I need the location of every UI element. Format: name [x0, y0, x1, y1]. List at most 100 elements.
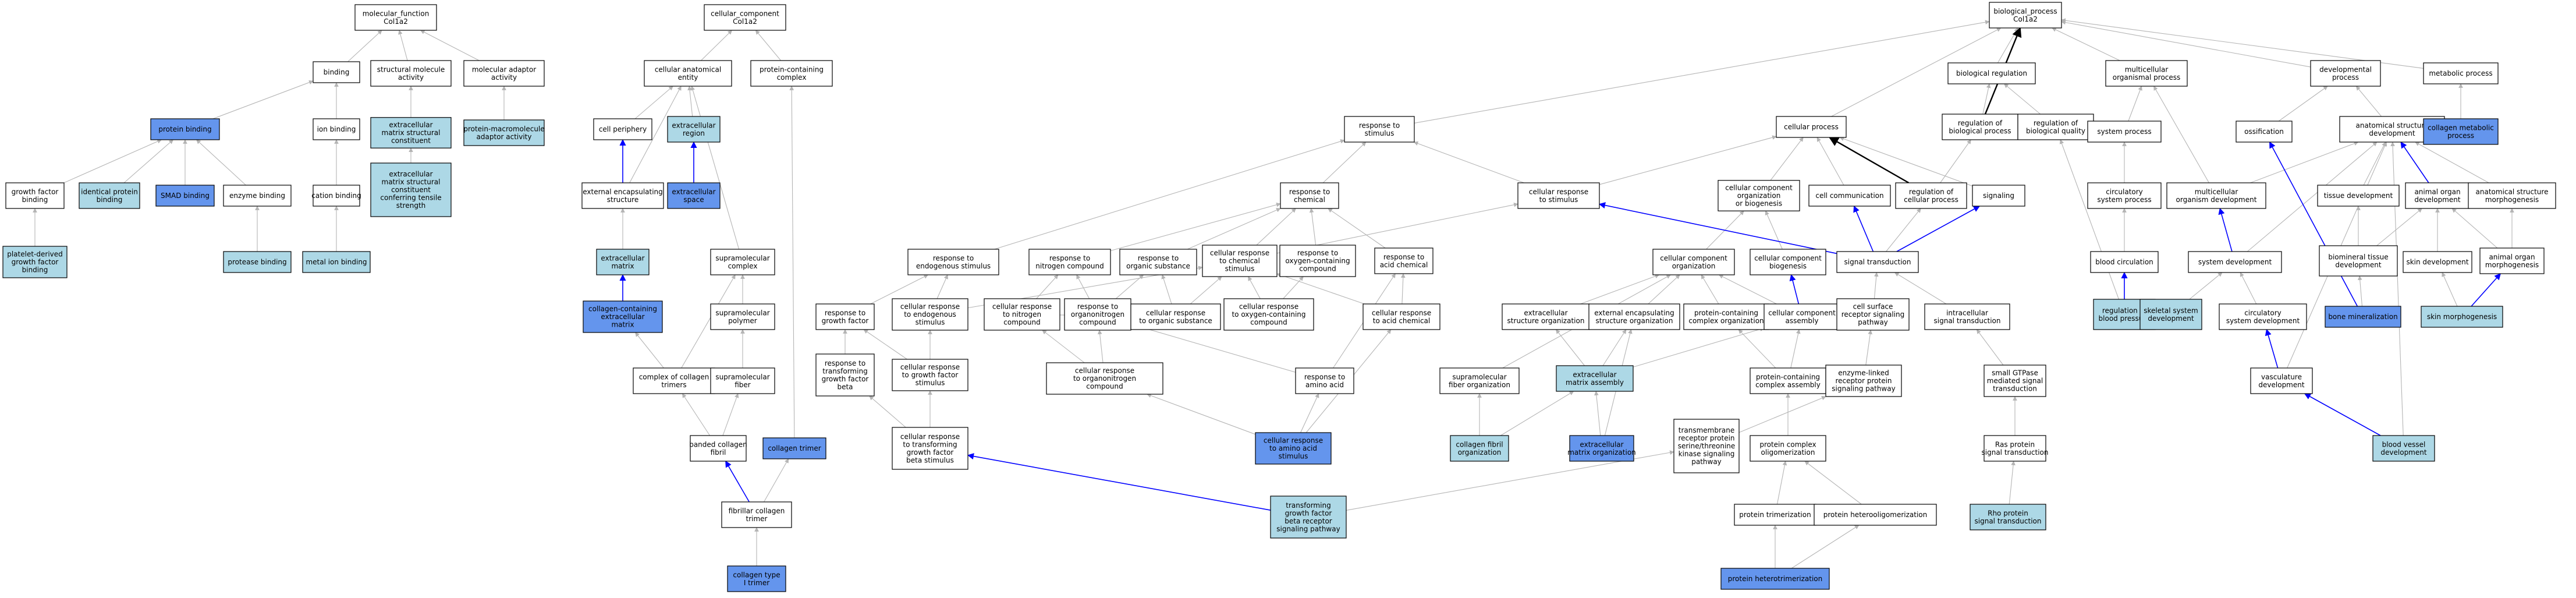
go-term-node-ptrim[interactable]: protein trimerization	[1734, 504, 1816, 526]
go-term-node-tissdev[interactable]: tissue development	[2317, 185, 2400, 207]
go-term-node-metalion[interactable]: metal ion binding	[302, 251, 371, 273]
go-term-node-sysdev[interactable]: system development	[2188, 251, 2282, 273]
go-term-node-ossif[interactable]: ossification	[2236, 121, 2293, 143]
go-term-node-bonemin[interactable]: bone mineralization	[2325, 306, 2401, 328]
go-term-node-sigtrans[interactable]: signal transduction	[1836, 251, 1919, 273]
go-term-node-metp[interactable]: metabolic process	[2423, 62, 2499, 84]
go-term-node-enzb[interactable]: enzyme binding	[223, 185, 292, 207]
go-term-node-skinmorph[interactable]: skin morphogenesis	[2421, 306, 2503, 328]
go-term-node-breg[interactable]: biological regulation	[1947, 62, 2036, 84]
go-term-node-pho[interactable]: protein heterooligomerization	[1814, 504, 1937, 526]
go-term-node-cellproc[interactable]: cellular process	[1776, 116, 1847, 138]
go-term-node-skindev[interactable]: skin development	[2403, 251, 2472, 273]
go-term-node-smad[interactable]: SMAD binding	[155, 185, 215, 207]
go-term-node-ionbind[interactable]: ion binding	[313, 118, 360, 140]
go-term-node-bloodcirc[interactable]: blood circulation	[2090, 251, 2159, 273]
go-term-node-cellper[interactable]: cell periphery	[593, 118, 652, 140]
go-term-node-sysproc[interactable]: system process	[2087, 121, 2162, 143]
go-term-node-cellcomm[interactable]: cell communication	[1808, 185, 1891, 207]
go-term-node-ctrimer[interactable]: collagen trimer	[762, 437, 826, 459]
go-term-node-protease[interactable]: protease binding	[223, 251, 292, 273]
go-term-node-protbind[interactable]: protein binding	[150, 118, 220, 140]
go-term-node-catb[interactable]: cation binding	[311, 185, 361, 207]
go-term-node-signaling[interactable]: signaling	[1972, 185, 2025, 207]
go-term-node-phtrim[interactable]: protein heterotrimerization	[1720, 568, 1830, 590]
